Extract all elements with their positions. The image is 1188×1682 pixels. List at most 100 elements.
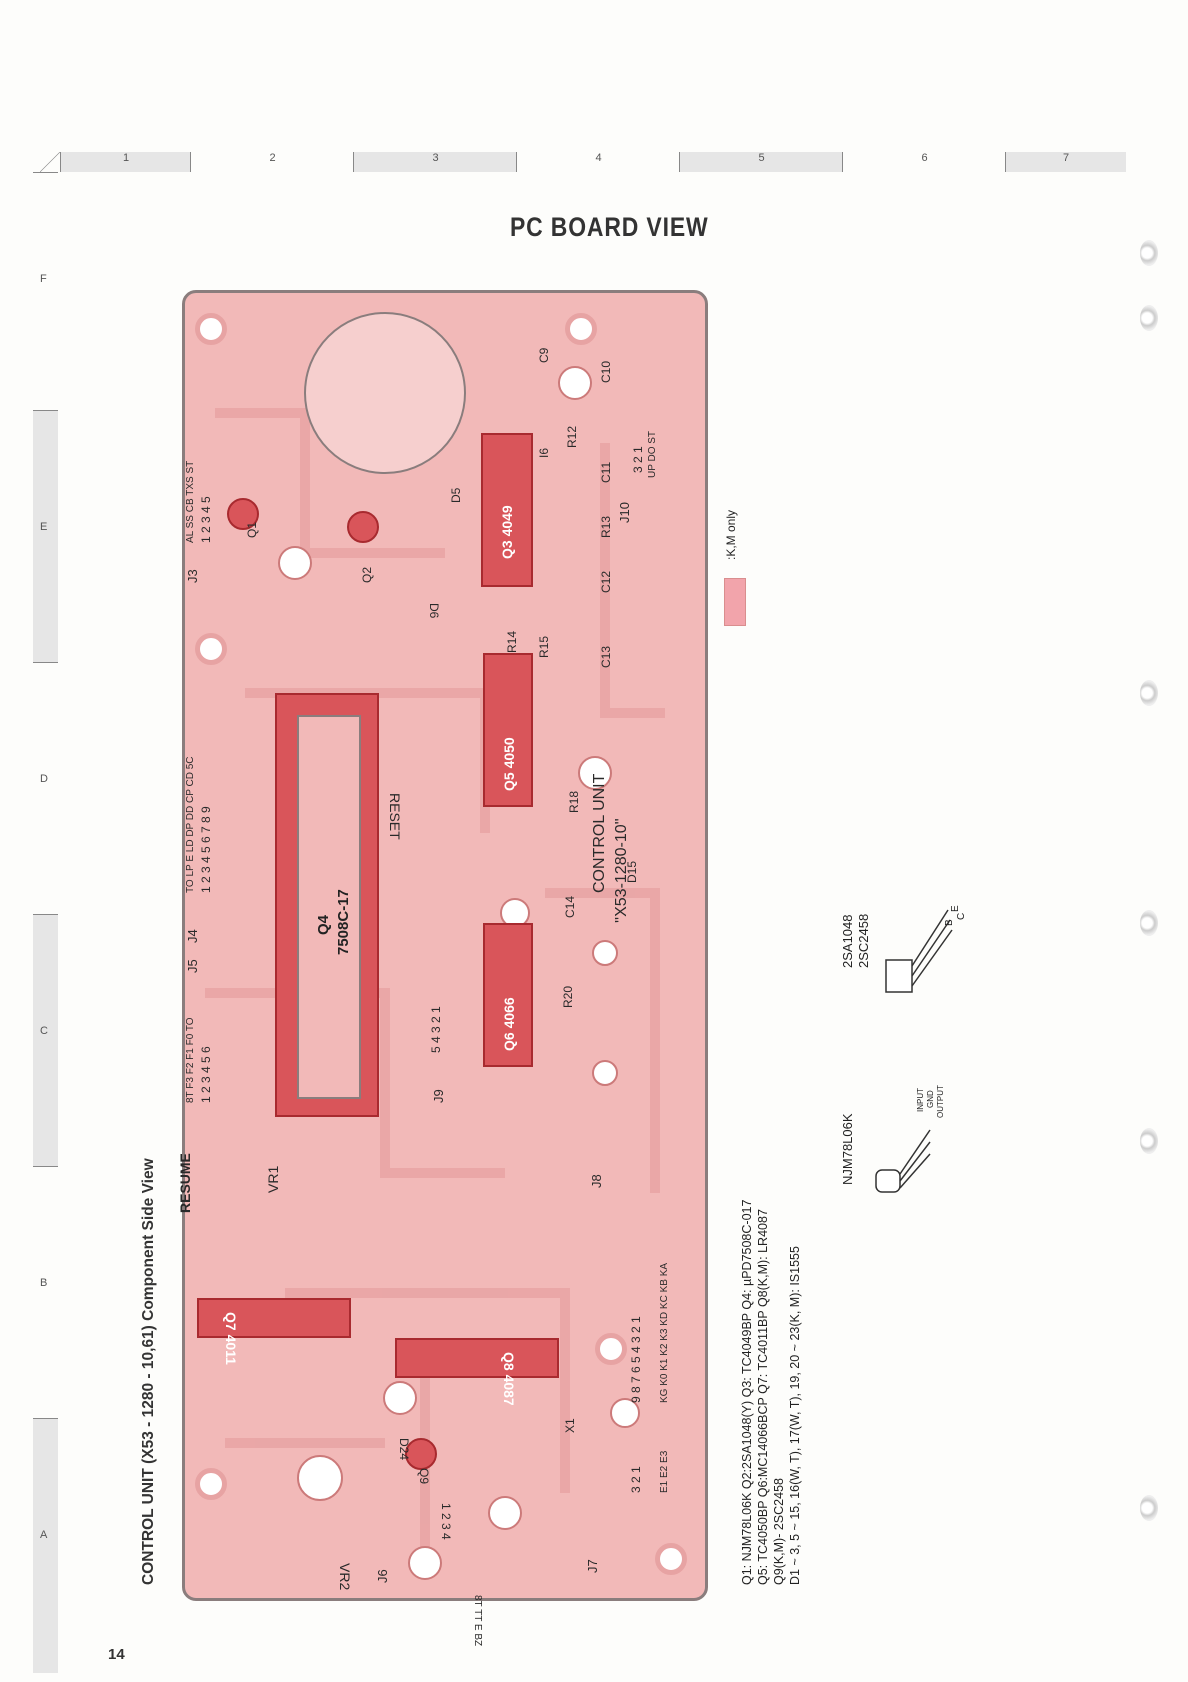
chip-q1 xyxy=(227,498,259,530)
j8-pins: 9 8 7 6 5 4 3 2 1 xyxy=(629,1316,643,1403)
regulator-pin-output: OUTPUT xyxy=(936,1085,945,1118)
label-resume: RESUME xyxy=(177,1153,193,1213)
transistor-pin-e: E xyxy=(950,905,961,912)
mount-hole-l1 xyxy=(195,633,227,665)
transistor-b-label: 2SC2458 xyxy=(856,913,871,968)
binder-hole-1 xyxy=(1140,240,1158,266)
page-number: 14 xyxy=(108,1646,125,1663)
chip-q3: Q3 4049 xyxy=(481,433,533,587)
mount-hole-tl xyxy=(195,313,227,345)
label-c10: C10 xyxy=(599,360,613,383)
label-j5: J5 xyxy=(185,959,200,973)
binder-hole-3 xyxy=(1140,680,1158,706)
j7-pins: 3 2 1 xyxy=(629,1466,643,1493)
note-line-3: Q9(K,M)- 2SC2458 xyxy=(772,1478,786,1585)
label-j3: J3 xyxy=(185,569,200,583)
grid-row-d: D xyxy=(33,662,58,915)
regulator-pin-input: INPUT xyxy=(916,1088,925,1112)
label-r15: R15 xyxy=(537,635,551,658)
label-r20: R20 xyxy=(561,985,575,1008)
chip-q8: Q8 4087 xyxy=(395,1338,559,1406)
grid-col-7: 7 xyxy=(1005,152,1126,172)
label-vr1: VR1 xyxy=(265,1165,281,1193)
grid-row-b: B xyxy=(33,1166,58,1419)
binder-hole-5 xyxy=(1140,1128,1158,1154)
j5-signals: 8T F3 F2 F1 F0 TO xyxy=(185,1017,196,1103)
grid-corner xyxy=(40,152,60,172)
j9-pins: 5 4 3 2 1 xyxy=(429,1006,443,1053)
label-c12: C12 xyxy=(599,570,613,593)
row-grid: F E D C B A xyxy=(33,172,58,1673)
binder-hole-2 xyxy=(1140,305,1158,331)
legend-text: :K,M only xyxy=(724,509,738,560)
label-r13: R13 xyxy=(599,515,613,538)
grid-row-c: C xyxy=(33,914,58,1167)
j6-signals: 8T TT E BZ xyxy=(472,1595,483,1647)
label-r18: R18 xyxy=(567,790,581,813)
j8-signals: KG K0 K1 K2 K3 KD KC KB KA xyxy=(659,1262,670,1403)
j3-pins: 1 2 3 4 5 xyxy=(199,496,213,543)
label-j8: J8 xyxy=(589,1174,604,1188)
pc-board: Q3 4049 Q4 7508C-17 Q5 4050 Q6 4066 Q7 4… xyxy=(177,290,708,1646)
transistor-a-label: 2SA1048 xyxy=(840,914,855,969)
mount-hole-b2 xyxy=(595,1333,627,1365)
mount-hole-tr xyxy=(565,313,597,345)
label-r12: R12 xyxy=(565,425,579,448)
grid-row-e: E xyxy=(33,410,58,663)
mount-hole-bl xyxy=(195,1468,227,1500)
grid-col-1: 1 xyxy=(60,152,191,172)
chip-q5: Q5 4050 xyxy=(483,653,533,807)
binder-hole-6 xyxy=(1140,1495,1158,1521)
label-d5: D5 xyxy=(449,487,463,503)
regulator-diagram xyxy=(875,1129,931,1193)
label-d24: D24 xyxy=(397,1438,411,1461)
j5-pins: 1 2 3 4 5 6 xyxy=(199,1046,213,1103)
binder-hole-4 xyxy=(1140,910,1158,936)
j6-pins: 1 2 3 4 xyxy=(439,1503,453,1540)
chip-q4: Q4 7508C-17 xyxy=(275,693,379,1117)
grid-row-a: A xyxy=(33,1418,58,1673)
label-control-unit: CONTROL UNIT xyxy=(591,773,608,893)
grid-col-4: 4 xyxy=(516,152,680,172)
note-line-2: Q5: TC4050BP Q6:MC14066BCP Q7: TC4011BP … xyxy=(756,1209,770,1585)
note-line-1: Q1: NJM78L06K Q2:2SA1048(Y) Q3: TC4049BP… xyxy=(740,1199,754,1585)
label-q9: Q9 xyxy=(417,1468,431,1485)
board-caption: CONTROL UNIT (X53 - 1280 - 10,61) Compon… xyxy=(140,1158,157,1585)
label-q1: Q1 xyxy=(245,521,259,538)
label-j6: J6 xyxy=(375,1569,390,1583)
label-c13: C13 xyxy=(599,645,613,668)
label-d6: D6 xyxy=(427,603,441,619)
chip-q6: Q6 4066 xyxy=(483,923,533,1067)
regulator-pin-gnd: GND xyxy=(926,1090,935,1108)
transistor-pin-c: C xyxy=(956,912,967,920)
label-j9: J9 xyxy=(431,1089,446,1103)
label-reset: RESET xyxy=(387,793,403,840)
regulator-label: NJM78L06K xyxy=(840,1113,855,1185)
label-c9: C9 xyxy=(537,347,551,363)
chip-q2 xyxy=(347,511,379,543)
label-i6: I6 xyxy=(537,447,551,458)
j7-signals: E1 E2 E3 xyxy=(659,1450,670,1493)
grid-col-5: 5 xyxy=(679,152,843,172)
label-vr2: VR2 xyxy=(337,1563,353,1591)
j10-pins: 3 2 1 xyxy=(631,446,645,473)
column-grid: 1 2 3 4 5 6 7 xyxy=(60,152,1180,172)
transistor-pin-b: B xyxy=(944,919,955,926)
label-c14: C14 xyxy=(563,895,577,918)
j4-signals: TO LP E LD DP DD CP CD 5C xyxy=(185,756,196,893)
label-c11: C11 xyxy=(599,461,613,483)
mount-hole-br xyxy=(655,1543,687,1575)
label-j7: J7 xyxy=(585,1559,600,1573)
legend-swatch xyxy=(724,578,746,626)
label-r14: R14 xyxy=(505,630,519,653)
chip-q9 xyxy=(405,1438,437,1470)
j3-signals: AL SS CB TXS ST xyxy=(185,460,196,543)
j10-signals: UP DO ST xyxy=(647,430,658,478)
grid-col-3: 3 xyxy=(353,152,517,172)
j4-pins: 1 2 3 4 5 6 7 8 9 xyxy=(199,806,213,893)
page-title: PC BOARD VIEW xyxy=(510,212,709,242)
chip-q7: Q7 4011 xyxy=(197,1298,351,1365)
label-j4: J4 xyxy=(185,929,200,943)
label-j10: J10 xyxy=(617,502,632,523)
grid-row-f: F xyxy=(33,172,58,411)
